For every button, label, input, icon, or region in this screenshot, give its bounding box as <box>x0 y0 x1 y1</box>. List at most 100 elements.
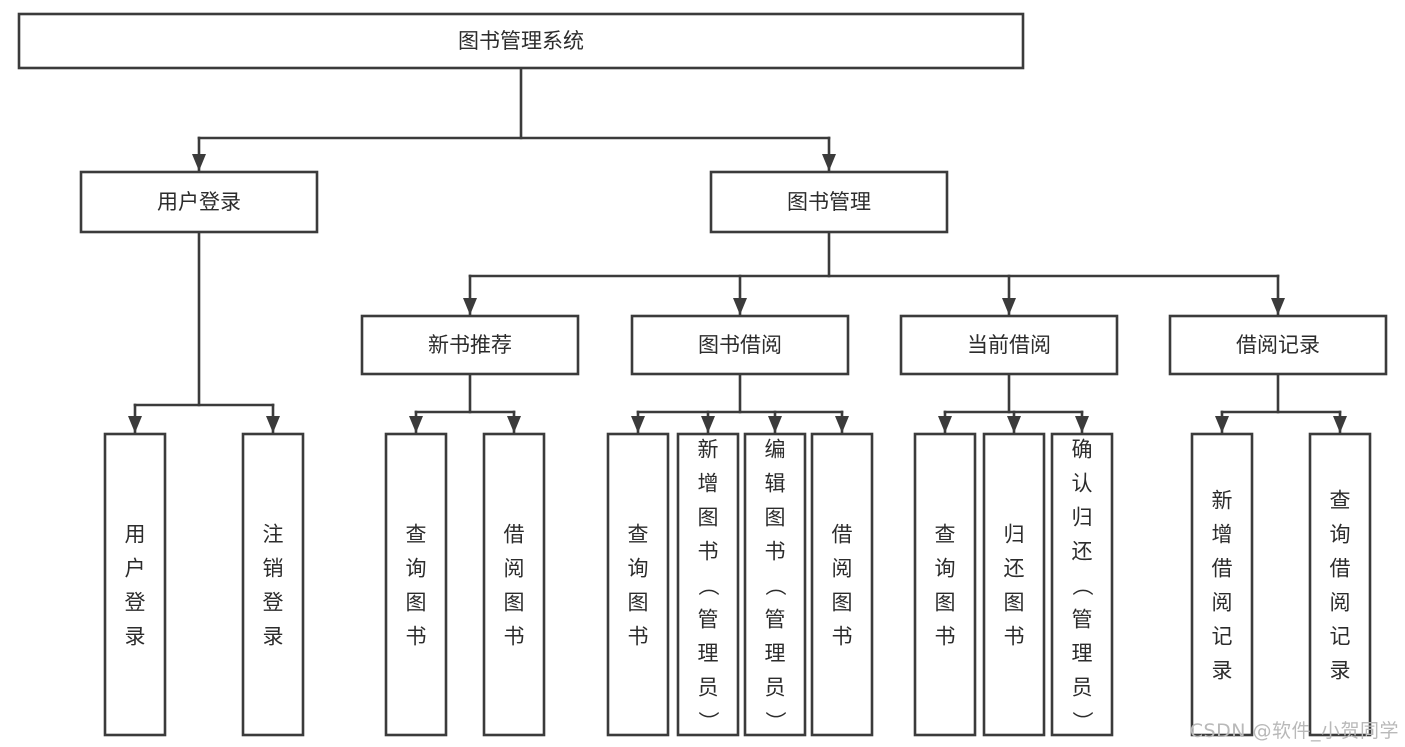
node-label-level3: 图书借阅 <box>698 333 782 357</box>
leaf-label-char: 图 <box>504 591 525 615</box>
leaf-label-char: 图 <box>628 591 649 615</box>
arrow-head-icon <box>701 416 715 433</box>
leaf-label-char: （ <box>763 575 787 596</box>
leaf-label-char: ） <box>763 711 787 732</box>
leaf-label-char: 理 <box>1072 642 1093 666</box>
node-box-level3[interactable] <box>1168 314 1388 376</box>
leaf-label-char: 借 <box>504 523 525 547</box>
node-box-leaf[interactable] <box>1050 432 1114 737</box>
csdn-watermark: CSDN @软件_小贺同学 <box>1189 720 1399 742</box>
arrow-head-icon <box>507 416 521 433</box>
leaf-label-char: 图 <box>935 591 956 615</box>
leaf-label-char: 书 <box>1004 625 1025 649</box>
leaf-label-char: 阅 <box>504 557 525 581</box>
node-label-level3: 借阅记录 <box>1236 333 1320 357</box>
connectors-layer <box>128 66 1347 434</box>
leaf-label-char: 阅 <box>832 557 853 581</box>
node-box-leaf[interactable] <box>482 432 546 737</box>
node-box-level2[interactable] <box>79 170 319 234</box>
arrow-head-icon <box>463 298 477 315</box>
leaf-label-char: 书 <box>935 625 956 649</box>
boxes-layer <box>17 12 1388 737</box>
leaf-label-char: 图 <box>1004 591 1025 615</box>
leaf-label-char: 注 <box>263 523 284 547</box>
node-label-root: 图书管理系统 <box>458 29 584 53</box>
arrow-head-icon <box>835 416 849 433</box>
leaf-label-char: 管 <box>1072 608 1093 632</box>
leaf-label-char: 认 <box>1072 472 1093 496</box>
leaf-label-char: 图 <box>698 506 719 530</box>
leaf-label-char: 图 <box>832 591 853 615</box>
leaf-label-char: 录 <box>1330 659 1351 683</box>
leaf-label-char: 查 <box>1330 489 1351 513</box>
leaf-label-char: 户 <box>125 557 146 581</box>
leaf-label-char: 图 <box>765 506 786 530</box>
arrow-head-icon <box>1002 298 1016 315</box>
node-box-leaf[interactable] <box>676 432 740 737</box>
arrow-head-icon <box>733 298 747 315</box>
node-box-leaf[interactable] <box>913 432 977 737</box>
leaf-label-char: 查 <box>406 523 427 547</box>
leaf-label-char: 管 <box>698 608 719 632</box>
leaf-label-char: 借 <box>832 523 853 547</box>
node-label-level3: 新书推荐 <box>428 333 512 357</box>
leaf-label-char: 增 <box>1212 523 1233 547</box>
arrow-head-icon <box>266 416 280 433</box>
node-box-leaf[interactable] <box>384 432 448 737</box>
leaf-label-char: 归 <box>1072 506 1093 530</box>
leaf-label-char: 确 <box>1072 438 1093 462</box>
leaf-label-char: 登 <box>125 591 146 615</box>
node-box-leaf[interactable] <box>743 432 807 737</box>
node-box-level3[interactable] <box>899 314 1119 376</box>
leaf-label-char: 查 <box>935 523 956 547</box>
leaf-label-char: 书 <box>504 625 525 649</box>
leaf-label-char: 还 <box>1072 540 1093 564</box>
arrow-head-icon <box>1271 298 1285 315</box>
node-label-leaf: 用户登录 <box>125 523 146 649</box>
node-box-leaf[interactable] <box>982 432 1046 737</box>
leaf-label-char: 借 <box>1330 557 1351 581</box>
leaf-label-char: 阅 <box>1212 591 1233 615</box>
node-box-leaf[interactable] <box>103 432 167 737</box>
node-label-level2: 图书管理 <box>787 190 871 214</box>
node-box-level3[interactable] <box>630 314 850 376</box>
leaf-label-char: 登 <box>263 591 284 615</box>
node-box-leaf[interactable] <box>1190 432 1254 737</box>
arrow-head-icon <box>1333 416 1347 433</box>
node-box-root[interactable] <box>17 12 1025 70</box>
leaf-label-char: 书 <box>628 625 649 649</box>
leaf-label-char: 员 <box>1072 676 1093 700</box>
node-box-leaf[interactable] <box>606 432 670 737</box>
leaf-label-char: 管 <box>765 608 786 632</box>
node-box-level3[interactable] <box>360 314 580 376</box>
leaf-label-char: 询 <box>406 557 427 581</box>
arrow-head-icon <box>192 154 206 171</box>
leaf-label-char: 归 <box>1004 523 1025 547</box>
leaf-label-char: 辑 <box>765 472 786 496</box>
leaf-label-char: 阅 <box>1330 591 1351 615</box>
leaf-label-char: 询 <box>935 557 956 581</box>
leaf-label-char: 询 <box>628 557 649 581</box>
leaf-label-char: 新 <box>698 438 719 462</box>
leaf-label-char: （ <box>696 575 720 596</box>
leaf-label-char: 记 <box>1330 625 1351 649</box>
node-box-leaf[interactable] <box>241 432 305 737</box>
leaf-label-char: 还 <box>1004 557 1025 581</box>
node-label-level2: 用户登录 <box>157 190 241 214</box>
node-box-level2[interactable] <box>709 170 949 234</box>
arrow-head-icon <box>768 416 782 433</box>
leaf-label-char: 理 <box>698 642 719 666</box>
node-box-leaf[interactable] <box>1308 432 1372 737</box>
leaf-label-char: 编 <box>765 438 786 462</box>
node-box-leaf[interactable] <box>810 432 874 737</box>
